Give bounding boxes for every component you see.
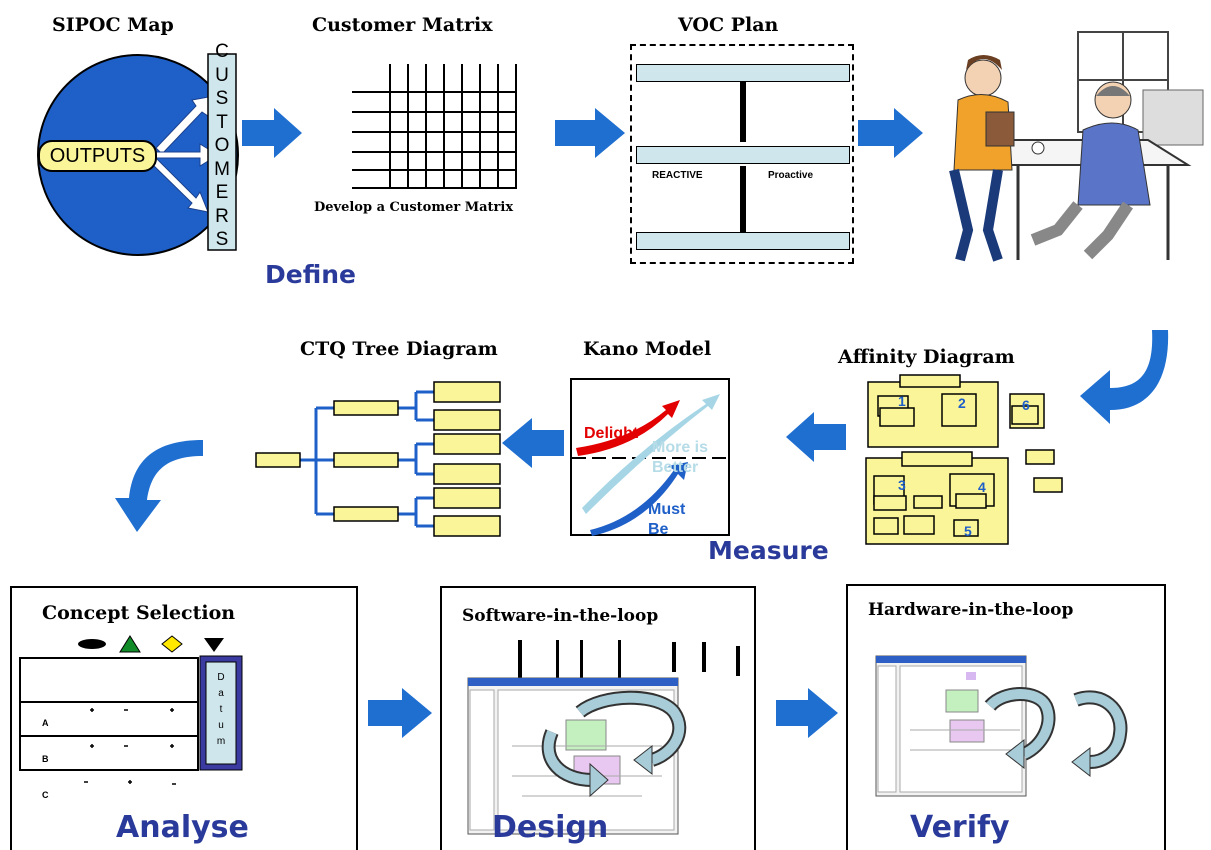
verify-phase-label: Verify (910, 810, 1010, 845)
customers-column-letters: C U S T O M E R S (214, 41, 230, 250)
affinity-number-1: 1 (898, 393, 906, 409)
affinity-diagram-graphic: 1 2 3 4 5 6 (865, 374, 1063, 545)
design-phase-label: Design (492, 810, 609, 845)
kano-must-label: Must (648, 501, 686, 518)
voc-footer-band (636, 232, 850, 250)
right-arrow-icon (368, 688, 432, 738)
customer-matrix-title: Customer Matrix (312, 14, 493, 36)
sipoc-title: SIPOC Map (52, 14, 174, 36)
kano-more-is-label: More is (652, 439, 708, 456)
kano-be-label: Be (648, 521, 669, 536)
voc-plan-sheet: REACTIVE Proactive (630, 44, 854, 264)
curved-down-arrow-icon (115, 440, 203, 532)
right-arrow-icon (776, 688, 838, 738)
concept-row-c: C (42, 790, 49, 800)
hardware-in-the-loop-title: Hardware-in-the-loop (868, 600, 1074, 620)
voc-proactive-label: Proactive (768, 170, 814, 181)
datum-letter: u (218, 720, 224, 731)
left-arrow-icon (786, 412, 846, 462)
define-phase-label: Define (265, 260, 356, 289)
right-arrow-icon (555, 108, 625, 158)
software-in-the-loop-screenshot (467, 640, 740, 835)
kano-title: Kano Model (583, 338, 712, 360)
concept-row-a: A (42, 718, 49, 728)
customer-interview-illustration (949, 31, 1204, 262)
voc-middle-band (636, 146, 850, 164)
voc-divider-lower (740, 166, 746, 232)
software-in-the-loop-title: Software-in-the-loop (462, 606, 659, 626)
concept-row-b: B (42, 754, 49, 764)
voc-plan-title: VOC Plan (678, 14, 779, 36)
customer-matrix-grid (352, 64, 517, 189)
affinity-title: Affinity Diagram (838, 346, 1015, 368)
voc-header-band (636, 64, 850, 82)
affinity-number-2: 2 (958, 395, 966, 411)
affinity-number-3: 3 (898, 477, 906, 493)
concept-selection-title: Concept Selection (42, 602, 236, 624)
affinity-number-4: 4 (978, 479, 986, 495)
hardware-in-the-loop-screenshot (875, 655, 1128, 797)
kano-model-chart: Delight More is Better Must Be (570, 378, 730, 536)
outputs-label: OUTPUTS (49, 145, 146, 167)
datum-letter: a (218, 688, 224, 699)
affinity-number-6: 6 (1022, 397, 1030, 413)
ctq-tree-diagram (255, 381, 501, 537)
concept-selection-matrix: A B C D a t u m (19, 635, 243, 800)
curved-down-arrow-icon (1080, 330, 1169, 424)
measure-phase-label: Measure (708, 536, 829, 565)
ctq-tree-title: CTQ Tree Diagram (300, 338, 498, 360)
outputs-badge: OUTPUTS (38, 140, 157, 172)
voc-reactive-label: REACTIVE (652, 170, 703, 181)
datum-letter: m (217, 736, 225, 747)
left-arrow-icon (502, 418, 564, 468)
customer-matrix-caption: Develop a Customer Matrix (314, 200, 514, 215)
right-arrow-icon (242, 108, 302, 158)
datum-letter: t (220, 704, 223, 715)
affinity-number-5: 5 (964, 523, 972, 539)
datum-letter: D (217, 672, 224, 683)
kano-delight-label: Delight (584, 425, 639, 442)
right-arrow-icon (858, 108, 923, 158)
analyse-phase-label: Analyse (116, 810, 249, 845)
voc-divider (740, 82, 746, 142)
kano-better-label: Better (652, 459, 698, 476)
